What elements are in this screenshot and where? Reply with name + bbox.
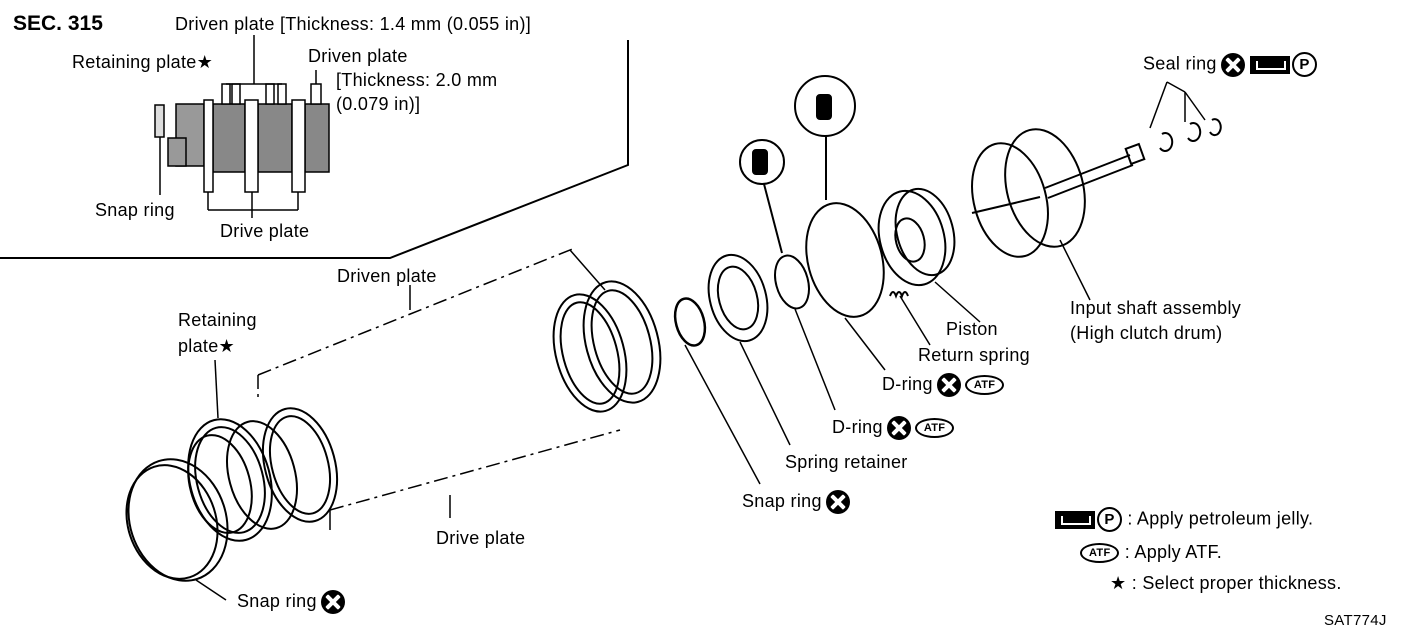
input-shaft-label-line1: Input shaft assembly	[1070, 298, 1242, 318]
legend-atf: ATF : Apply ATF.	[1076, 542, 1222, 564]
tool-callout-2	[794, 75, 856, 200]
snap-ring-bottom-shape	[125, 458, 229, 582]
tool-callout-1	[739, 139, 785, 254]
petroleum-p-icon: P	[1097, 507, 1122, 532]
atf-icon: ATF	[1080, 543, 1120, 564]
inset-driven-plate-thin-label: Driven plate [Thickness: 1.4 mm (0.055 i…	[175, 14, 532, 34]
section-code: SEC. 315	[13, 12, 103, 35]
retaining-plate-shape	[187, 418, 273, 542]
inset-border	[0, 40, 629, 259]
inset-driven-plate-thick-line3: (0.079 in)]	[336, 94, 421, 114]
input-shaft-label-line2: (High clutch drum)	[1070, 323, 1223, 343]
star-icon: ★	[196, 52, 214, 72]
spring-retainer-label: Spring retainer	[785, 452, 908, 472]
spring-retainer-shape	[707, 253, 769, 343]
input-shaft-shape	[971, 128, 1146, 258]
snap-ring-mid-shape	[673, 297, 707, 347]
plate-stack-right-shape	[552, 280, 662, 413]
projection-lines	[257, 247, 621, 511]
inset-snap-ring-label: Snap ring	[95, 200, 175, 220]
inset-retaining-plate-label: Retaining plate★	[72, 52, 214, 72]
retaining-plate-label-line1: Retaining	[178, 310, 257, 330]
petroleum-p-icon: P	[1292, 52, 1318, 77]
inset-drive-plate-label: Drive plate	[220, 221, 310, 241]
do-not-reuse-icon	[936, 373, 961, 397]
snap-ring-mid-label: Snap ring	[742, 490, 850, 514]
petroleum-jelly-icon	[1055, 510, 1095, 529]
seal-ring-label: Seal ring P	[1143, 52, 1318, 77]
legend-star: ★ : Select proper thickness.	[1110, 573, 1342, 593]
return-spring-shape	[889, 291, 909, 299]
piston-shape	[877, 187, 956, 287]
star-icon: ★	[218, 336, 235, 356]
plate-stack-shape	[226, 407, 338, 530]
driven-plate-label: Driven plate	[337, 266, 437, 286]
figure-id: SAT774J	[1324, 612, 1387, 629]
retaining-plate-label-line2: plate★	[178, 336, 235, 356]
drive-plate-label: Drive plate	[436, 528, 526, 548]
d-ring-large-shape	[805, 202, 885, 318]
do-not-reuse-icon	[886, 416, 911, 440]
inset-driven-plate-thick-line1: Driven plate	[308, 46, 408, 66]
leader-lines	[195, 81, 1206, 601]
snap-ring-bottom-label: Snap ring	[237, 590, 345, 614]
return-spring-label: Return spring	[918, 345, 1030, 365]
petroleum-jelly-icon	[1250, 55, 1291, 74]
legend-petroleum: P : Apply petroleum jelly.	[1055, 507, 1313, 532]
do-not-reuse-icon	[1220, 52, 1245, 77]
atf-icon: ATF	[964, 375, 1005, 395]
do-not-reuse-icon	[825, 490, 850, 514]
inset-leaders	[159, 35, 317, 218]
d-ring-small-shape	[774, 254, 810, 310]
atf-icon: ATF	[914, 418, 955, 438]
do-not-reuse-icon	[320, 590, 345, 614]
piston-label: Piston	[946, 319, 998, 339]
seal-ring-shapes	[1159, 118, 1222, 152]
inset-cross-section	[154, 83, 330, 193]
star-icon: ★	[1110, 573, 1127, 593]
inset-driven-plate-thick-line2: [Thickness: 2.0 mm	[336, 70, 498, 90]
